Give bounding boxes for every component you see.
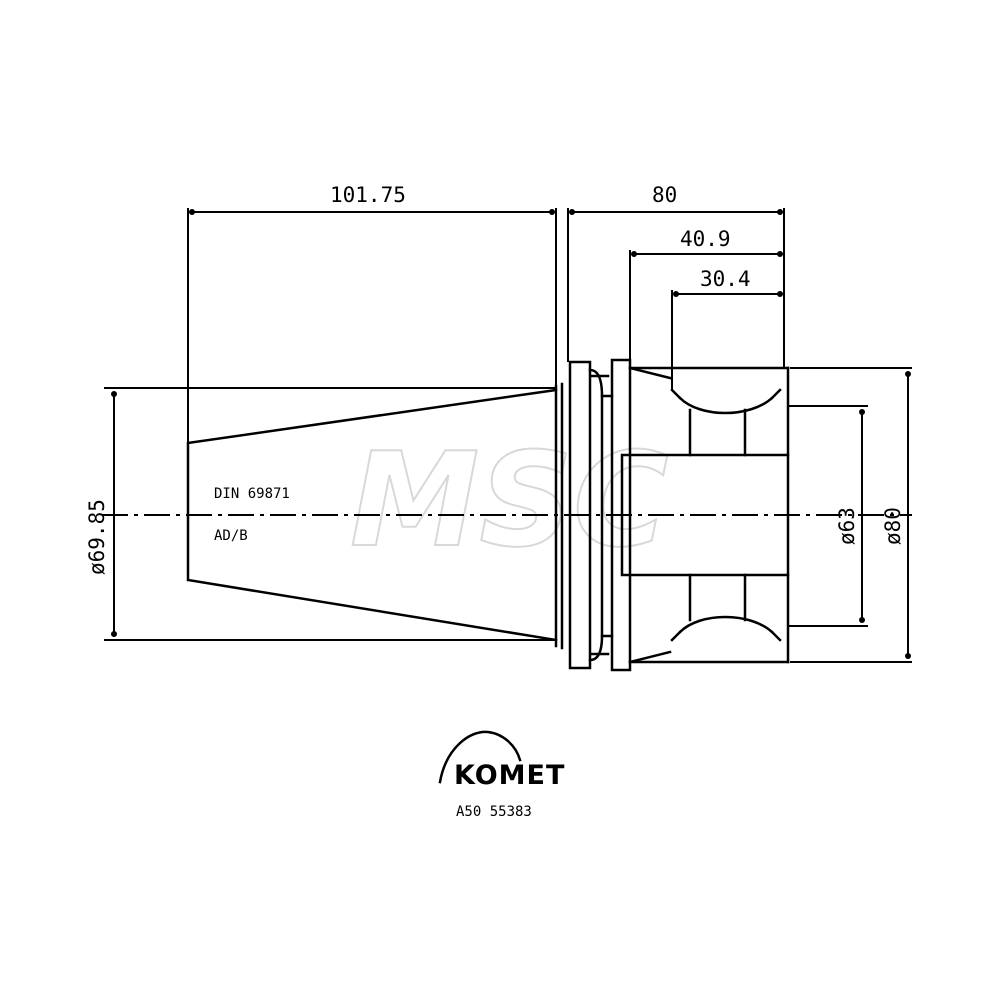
dimension-diameter-taper: ø69.85 [85,499,109,575]
taper-size-label: AD/B [214,528,248,544]
logo-arc-icon [438,730,522,784]
dimension-length-groove: 30.4 [700,267,751,291]
dimension-lines [104,208,912,663]
komet-logo: KOMET [438,730,565,791]
taper-spec-label: DIN 69871 [214,486,290,502]
dimension-diameter-outer: ø80 [881,507,905,545]
watermark: MSC [350,424,668,576]
dimension-length-shank: 80 [652,183,677,207]
brand-name: KOMET [454,760,565,791]
dimension-length-taper: 101.75 [330,183,406,207]
dimension-length-bore: 40.9 [680,227,731,251]
dimension-diameter-inner: ø63 [835,507,859,545]
part-number: A50 55383 [456,804,532,820]
